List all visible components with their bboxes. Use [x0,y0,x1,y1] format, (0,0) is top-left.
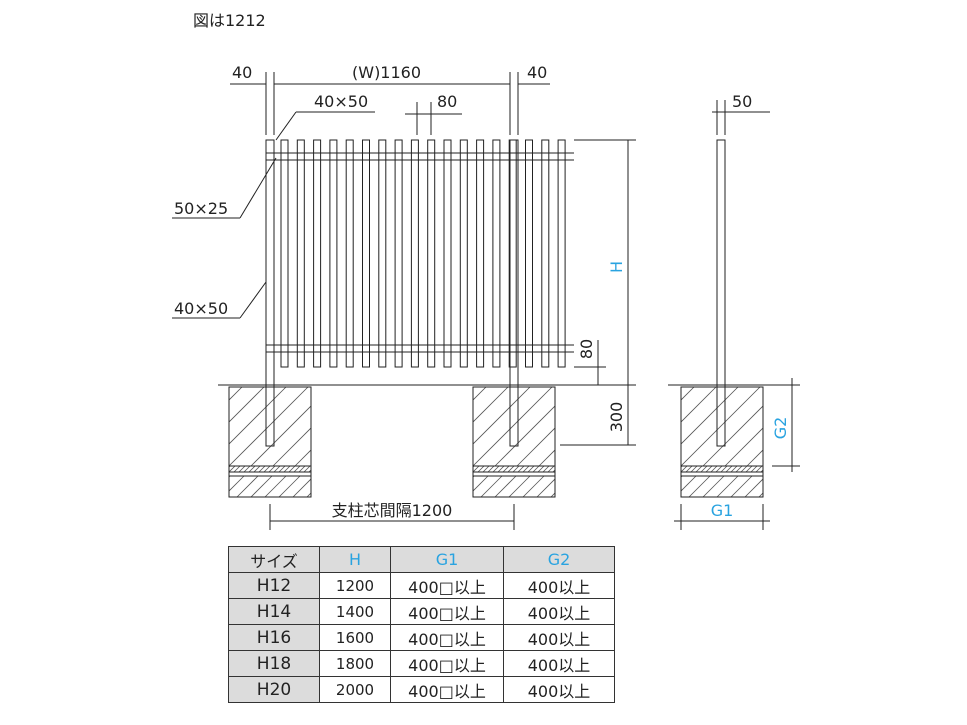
cell-size: H20 [228,676,320,703]
height-dimensions: H 80 300 [560,139,636,446]
dim-slat-pitch: 80 [437,92,457,111]
side-view: 50 G2 G1 [668,92,800,530]
cell-g1: 400□以上 [390,572,504,599]
cell-size: H12 [228,572,320,599]
cell-h: 1800 [319,650,391,677]
dim-post: 40×50 [174,299,228,318]
cell-g2: 400以上 [503,598,615,625]
slat [280,139,289,368]
slat [427,139,436,368]
table-row: H12 1200 400□以上 400以上 [228,572,615,599]
slat [378,139,387,368]
header-size: サイズ [228,546,320,573]
foundation-right [472,386,556,498]
cell-h: 1600 [319,624,391,651]
table-row: H14 1400 400□以上 400以上 [228,598,615,625]
left-labels: 50×25 40×50 [172,157,277,319]
slat [541,139,550,368]
cell-h: 1400 [319,598,391,625]
cell-h: 2000 [319,676,391,703]
slat [329,139,338,368]
dim-g2: G2 [771,417,790,440]
slat [313,139,322,368]
cell-g2: 400以上 [503,676,615,703]
fence-rails [266,152,574,353]
cell-size: H16 [228,624,320,651]
slat [557,139,566,368]
slat [296,139,305,368]
dim-gap-bottom: 80 [577,339,596,359]
table-row: H16 1600 400□以上 400以上 [228,624,615,651]
drawing-title: 図は1212 [193,11,266,30]
fence-slats [280,139,566,368]
dim-height: H [607,261,626,273]
foundation-left [228,386,312,498]
top-dimensions: 40 (W)1160 40 40×50 80 [230,63,550,141]
dim-slat: 50×25 [174,199,228,218]
cell-g1: 400□以上 [390,676,504,703]
cell-size: H18 [228,650,320,677]
dim-rail-top: 40×50 [314,92,368,111]
dim-width: (W)1160 [352,63,421,82]
post-spacing-dimension: 支柱芯間隔1200 [269,501,515,530]
dim-post-right: 40 [527,63,547,82]
cell-g1: 400□以上 [390,598,504,625]
cell-g2: 400以上 [503,650,615,677]
cell-h: 1200 [319,572,391,599]
table-header-row: サイズ H G1 G2 [228,546,615,573]
slat [362,139,370,368]
slat [459,139,468,368]
cell-g2: 400以上 [503,572,615,599]
slat [492,139,501,368]
dim-embed: 300 [607,402,626,433]
table-row: H20 2000 400□以上 400以上 [228,676,615,703]
cell-g1: 400□以上 [390,650,504,677]
cell-g1: 400□以上 [390,624,504,651]
header-g1: G1 [390,546,504,573]
slat [345,139,354,368]
header-h: H [319,546,391,573]
dim-thickness: 50 [732,92,752,111]
cell-size: H14 [228,598,320,625]
header-g2: G2 [503,546,615,573]
slat [443,139,452,368]
slat [410,139,419,368]
spec-table: サイズ H G1 G2 H12 1200 400□以上 400以上 H14 14… [228,546,615,703]
table-row: H18 1800 400□以上 400以上 [228,650,615,677]
dim-post-left: 40 [232,63,252,82]
slat [476,139,485,368]
slat [525,139,533,368]
dim-post-spacing: 支柱芯間隔1200 [332,501,453,520]
slat [394,139,403,368]
cell-g2: 400以上 [503,624,615,651]
dim-g1: G1 [711,501,734,520]
